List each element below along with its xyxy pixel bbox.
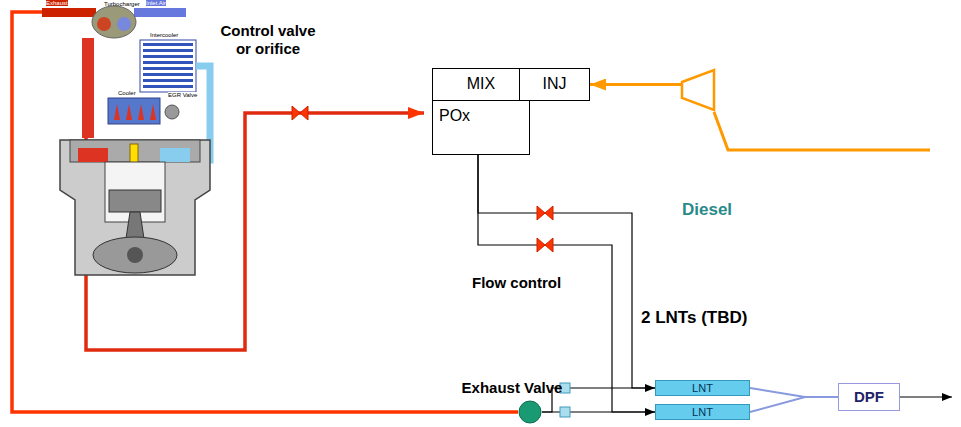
intercooler-fins: [143, 43, 193, 88]
lnt-inlet-square: [560, 407, 570, 417]
exhaust-valve: Exhaust Valve: [518, 400, 542, 424]
injector-box: INJ: [519, 68, 590, 101]
fin-stroke: [143, 55, 193, 58]
part-label: EGR Valve: [168, 92, 197, 98]
intake-manifold: [160, 148, 190, 162]
turbocharger-symbol: [92, 6, 136, 38]
lnt-box: LNT: [655, 380, 750, 396]
node-label: DPF: [839, 384, 899, 409]
exhaust-manifold: [78, 148, 108, 162]
crankshaft: [127, 247, 143, 263]
inlet-stub: [134, 8, 186, 17]
piston: [109, 190, 161, 212]
diesel-feed-line: [714, 112, 930, 150]
control-valve-symbol: [292, 106, 308, 120]
egr-cooler-symbol: [108, 98, 160, 124]
cooler-arrow: [150, 104, 156, 120]
fin-stroke: [143, 49, 193, 52]
node-label: LNT: [656, 405, 749, 419]
egr-pipe: [86, 96, 424, 350]
cooler-arrows: [114, 104, 156, 120]
fin-stroke: [143, 85, 193, 88]
part-label: Control valve or orifice: [214, 22, 322, 58]
intercooler-symbol: [140, 40, 196, 92]
pox-box: POx: [432, 100, 530, 155]
hot-pipe: [82, 38, 94, 138]
cooler-arrow: [114, 104, 120, 120]
dpf-box: DPF: [838, 383, 900, 411]
part-label: Exhaust: [46, 0, 68, 6]
turbine-wheel: [97, 17, 111, 31]
valve-circle: [518, 400, 542, 424]
fin-stroke: [143, 73, 193, 76]
pipe-connector: [542, 411, 655, 412]
pipe-connector: [590, 83, 682, 86]
fin-stroke: [143, 61, 193, 64]
mixer-box: MIX: [432, 68, 530, 101]
node-label: LNT: [656, 381, 749, 395]
cooler-arrow: [138, 104, 144, 120]
diesel-pump: Diesel: [680, 68, 716, 112]
engine-block: [60, 140, 210, 275]
lnt-box: LNT: [655, 404, 750, 420]
fin-stroke: [143, 43, 193, 46]
part-label: Flow control: [472, 274, 561, 291]
egr-valve-symbol: [165, 105, 179, 119]
fin-stroke: [143, 67, 193, 70]
cooler-arrow: [126, 104, 132, 120]
node-label: INJ: [520, 69, 589, 93]
flow-valve-symbol: [537, 238, 553, 252]
pump-symbol: [680, 68, 716, 112]
node-label: Exhaust Valve: [462, 379, 563, 396]
node-label: POx: [433, 101, 529, 125]
part-label: Cooler: [118, 90, 136, 96]
node-label: MIX: [433, 69, 529, 93]
part-label: Turbocharger: [104, 1, 140, 7]
part-label: Inlet Air: [146, 0, 166, 6]
part-label: 2 LNTs (TBD): [641, 308, 747, 328]
pipe-connector: [478, 155, 655, 388]
node-label: Diesel: [682, 200, 732, 220]
pipe-connector: [750, 388, 838, 397]
compressor-wheel: [117, 17, 131, 31]
pipe-connector: [750, 397, 838, 412]
part-label: Intercooler: [150, 32, 178, 38]
crankcase: [93, 237, 177, 273]
flow-valve-symbol: [537, 206, 553, 220]
fin-stroke: [143, 79, 193, 82]
exhaust-stub: [42, 8, 96, 17]
